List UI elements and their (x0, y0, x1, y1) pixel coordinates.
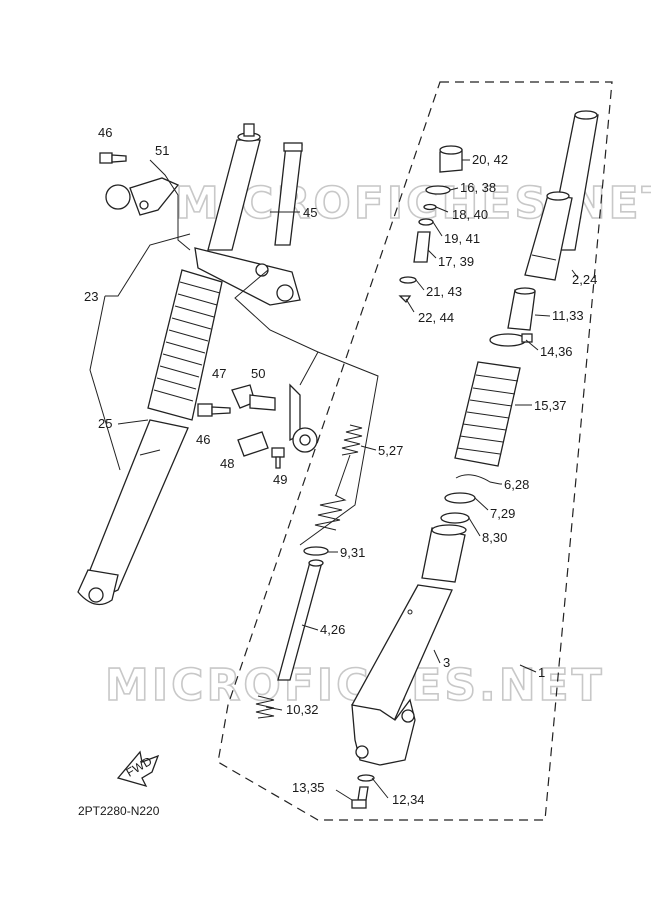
callout-2-24: 2,24 (572, 272, 597, 287)
bushing-11-33 (507, 289, 536, 331)
callout-3: 3 (443, 655, 450, 670)
washer-19-41 (418, 218, 434, 226)
bolt-13-35 (351, 786, 369, 809)
callout-49: 49 (273, 472, 287, 487)
callout-45: 45 (303, 205, 317, 220)
callout-10-32: 10,32 (286, 702, 319, 717)
clip-22-44 (398, 295, 412, 304)
washer-12-34 (357, 774, 375, 782)
callout-15-37: 15,37 (534, 398, 567, 413)
callout-20-42: 20, 42 (472, 152, 508, 167)
outer-tube-3 (351, 524, 467, 766)
callout-14-36: 14,36 (540, 344, 573, 359)
callout-46-top: 46 (98, 125, 112, 140)
fwd-arrow-icon: FWD (116, 750, 160, 788)
ring-9-31 (303, 546, 329, 556)
callout-21-43: 21, 43 (426, 284, 462, 299)
callout-8-30: 8,30 (482, 530, 507, 545)
callout-47: 47 (212, 366, 226, 381)
reflector-leaders (234, 269, 379, 546)
bolt-46-top (99, 152, 127, 164)
seal-7-29 (444, 492, 476, 504)
callout-50: 50 (251, 366, 265, 381)
adjuster-17-39 (413, 231, 431, 263)
callout-12-34: 12,34 (392, 792, 425, 807)
bracket-51 (105, 159, 191, 251)
clip-6-28 (455, 474, 501, 485)
callout-13-35: 13,35 (292, 780, 325, 795)
inner-tube-2-24 (524, 110, 599, 281)
callout-23: 23 (84, 289, 98, 304)
callout-48: 48 (220, 456, 234, 471)
callout-6-28: 6,28 (504, 477, 529, 492)
callout-11-33: 11,33 (552, 308, 584, 323)
washer-18-40 (423, 203, 437, 211)
callout-9-31: 9,31 (340, 545, 365, 560)
bellows-15-37 (454, 361, 521, 467)
assembled-fork (77, 123, 303, 606)
reflector-bracket (197, 383, 318, 469)
callout-5-27: 5,27 (378, 443, 403, 458)
callout-4-26: 4,26 (320, 622, 345, 637)
oring-16-38 (425, 185, 451, 195)
callout-1: 1 (538, 665, 545, 680)
callout-51: 51 (155, 143, 169, 158)
washer-21-43 (399, 276, 417, 284)
callout-22-44: 22, 44 (418, 310, 454, 325)
cap-bolt-20-42 (439, 145, 463, 173)
leaders-right (265, 159, 579, 801)
callout-17-39: 17, 39 (438, 254, 474, 269)
callout-25: 25 (98, 416, 112, 431)
callout-18-40: 18, 40 (452, 207, 488, 222)
callout-46-mid: 46 (196, 432, 210, 447)
clamp-14-36 (489, 333, 533, 347)
callout-7-29: 7,29 (490, 506, 515, 521)
callout-16-38: 16, 38 (460, 180, 496, 195)
washer-8-30 (440, 512, 470, 524)
spring-5-27 (314, 424, 363, 531)
callout-19-41: 19, 41 (444, 231, 480, 246)
diagram-code: 2PT2280-N220 (78, 804, 160, 818)
exploded-group-boundary (217, 81, 613, 821)
